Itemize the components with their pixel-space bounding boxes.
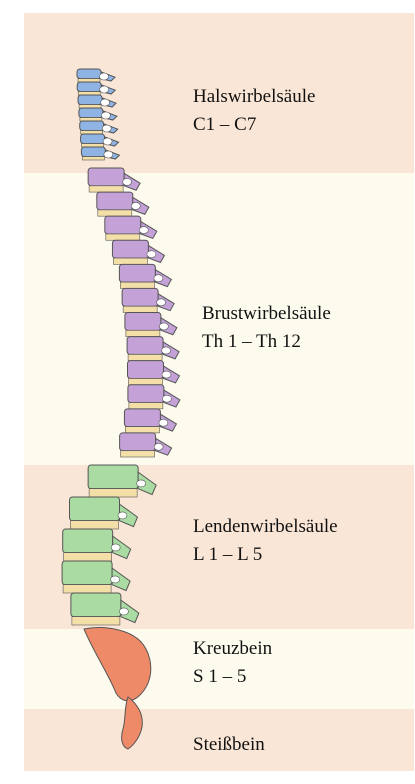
thoracic-vertebra-7 [125, 313, 161, 331]
lumbar-disc-2 [71, 521, 119, 529]
thoracic-joint-1 [123, 178, 132, 185]
lumbar-vertebra-3 [63, 529, 113, 553]
cervical-vertebra-4 [79, 108, 103, 118]
cervical-joint-3 [101, 99, 110, 106]
cervical-vertebra-2 [77, 82, 101, 92]
thoracic-vertebra-2 [97, 192, 133, 210]
thoracic-joint-11 [159, 419, 168, 426]
cervical-vertebra-6 [81, 134, 105, 144]
thoracic-joint-9 [162, 371, 171, 378]
lumbar-disc-3 [64, 553, 112, 561]
thoracic-disc-11 [125, 427, 159, 433]
thoracic-disc-3 [106, 234, 140, 240]
cervical-joint-7 [104, 151, 113, 158]
thoracic-vertebra-10 [128, 385, 164, 403]
lumbar-joint-5 [119, 608, 128, 615]
thoracic-range: Th 1 – Th 12 [202, 328, 331, 356]
thoracic-vertebra-11 [124, 409, 160, 427]
sacrum-range: S 1 – 5 [193, 663, 272, 691]
thoracic-vertebra-9 [127, 361, 163, 379]
thoracic-joint-12 [154, 443, 163, 450]
thoracic-disc-6 [123, 306, 157, 312]
lumbar-disc-5 [72, 617, 120, 625]
lumbar-vertebra-2 [70, 497, 120, 521]
thoracic-disc-7 [126, 330, 160, 336]
cervical-range: C1 – C7 [193, 111, 315, 139]
lumbar-label: Lendenwirbelsäule L 1 – L 5 [193, 513, 338, 569]
lumbar-disc-1 [89, 489, 137, 497]
cervical-joint-5 [102, 125, 111, 132]
cervical-disc-1 [78, 79, 100, 82]
cervical-disc-6 [82, 144, 104, 147]
thoracic-disc-9 [128, 378, 162, 384]
spine-diagram: Halswirbelsäule C1 – C7 Brustwirbelsäule… [24, 13, 414, 771]
cervical-vertebra-1 [77, 69, 101, 79]
thoracic-vertebra-6 [122, 288, 158, 306]
thoracic-vertebra-4 [112, 240, 148, 258]
cervical-joint-1 [100, 73, 109, 80]
lumbar-joint-4 [111, 576, 120, 583]
lumbar-disc-4 [63, 585, 111, 593]
coccyx-shape [122, 697, 143, 749]
cervical-disc-4 [80, 118, 102, 121]
sacrum-name: Kreuzbein [193, 635, 272, 663]
thoracic-joint-10 [162, 395, 171, 402]
thoracic-joint-6 [157, 299, 166, 306]
coccyx-label: Steißbein [193, 731, 265, 759]
sacrum-shape [84, 628, 151, 701]
cervical-joint-2 [100, 86, 109, 93]
lumbar-range: L 1 – L 5 [193, 541, 338, 569]
thoracic-disc-8 [128, 354, 162, 360]
thoracic-label: Brustwirbelsäule Th 1 – Th 12 [202, 300, 331, 356]
cervical-name: Halswirbelsäule [193, 83, 315, 111]
lumbar-vertebra-1 [88, 465, 138, 489]
thoracic-vertebra-8 [127, 337, 163, 355]
cervical-joint-6 [103, 138, 112, 145]
thoracic-disc-2 [98, 210, 132, 216]
thoracic-joint-3 [139, 227, 148, 234]
thoracic-disc-12 [121, 451, 155, 457]
thoracic-disc-5 [120, 282, 154, 288]
lumbar-vertebra-5 [71, 593, 121, 617]
cervical-disc-5 [81, 131, 103, 134]
thoracic-disc-4 [113, 258, 147, 264]
cervical-vertebra-5 [80, 121, 104, 131]
lumbar-joint-1 [137, 480, 146, 487]
cervical-joint-4 [101, 112, 110, 119]
thoracic-vertebra-1 [88, 168, 124, 186]
thoracic-joint-4 [147, 251, 156, 258]
thoracic-vertebra-5 [119, 264, 155, 282]
thoracic-joint-7 [159, 323, 168, 330]
cervical-disc-7 [82, 157, 104, 160]
cervical-disc-3 [79, 105, 101, 108]
lumbar-joint-3 [111, 544, 120, 551]
thoracic-disc-10 [129, 403, 163, 409]
thoracic-vertebra-3 [105, 216, 141, 234]
thoracic-disc-1 [89, 186, 123, 192]
thoracic-vertebra-12 [120, 433, 156, 451]
lumbar-joint-2 [118, 512, 127, 519]
cervical-vertebra-3 [78, 95, 102, 105]
thoracic-joint-2 [131, 202, 140, 209]
cervical-disc-2 [78, 92, 100, 95]
lumbar-name: Lendenwirbelsäule [193, 513, 338, 541]
cervical-vertebra-7 [81, 147, 105, 157]
lumbar-vertebra-4 [62, 561, 112, 585]
thoracic-joint-5 [154, 275, 163, 282]
cervical-label: Halswirbelsäule C1 – C7 [193, 83, 315, 139]
thoracic-name: Brustwirbelsäule [202, 300, 331, 328]
thoracic-joint-8 [162, 347, 171, 354]
coccyx-name: Steißbein [193, 731, 265, 759]
sacrum-label: Kreuzbein S 1 – 5 [193, 635, 272, 691]
